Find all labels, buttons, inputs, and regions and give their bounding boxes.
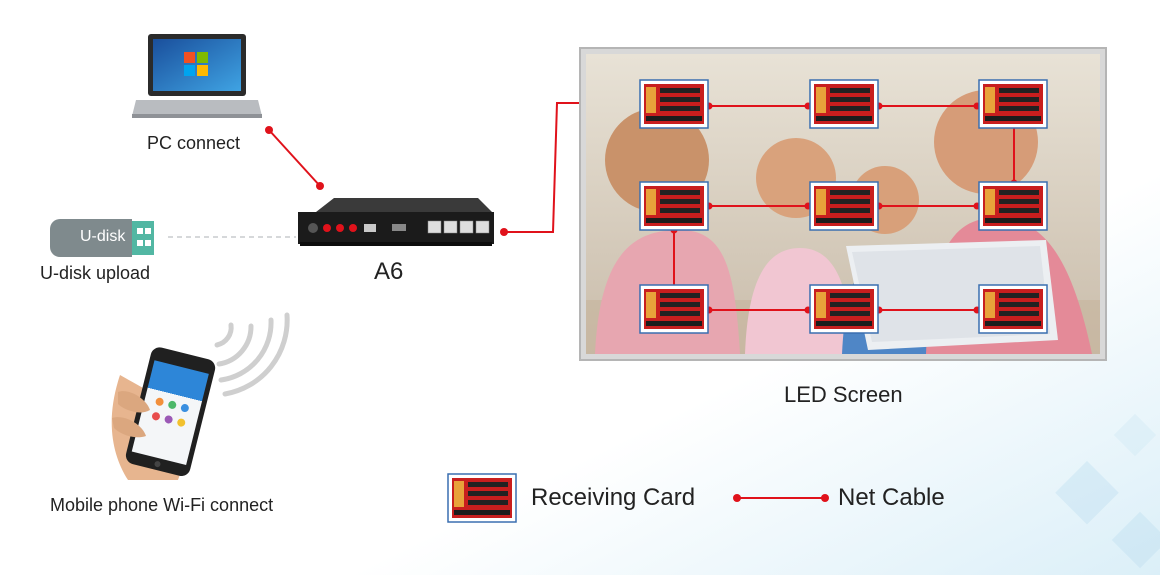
mobile-phone-icon <box>111 347 216 480</box>
receiving-card-icon <box>639 79 709 129</box>
receiving-card-icon <box>978 284 1048 334</box>
receiving-card-icon <box>639 284 709 334</box>
receiving-card-icon <box>978 79 1048 129</box>
mobile-wifi-label: Mobile phone Wi-Fi connect <box>50 495 274 515</box>
led-screen-label: LED Screen <box>784 382 903 407</box>
legend-net-cable-label: Net Cable <box>838 484 945 511</box>
receiving-card-icon <box>809 181 879 231</box>
pc-connect-label: PC connect <box>147 133 241 153</box>
wifi-waves-icon <box>214 312 290 397</box>
legend-net-cable-icon <box>733 494 829 502</box>
u-disk-icon-label: U-disk <box>80 228 126 245</box>
pc-connection-line <box>265 126 324 190</box>
controller-device-icon <box>298 198 494 246</box>
receiving-card-icon <box>978 181 1048 231</box>
legend-receiving-card-label: Receiving Card <box>531 484 696 511</box>
background-decoration <box>1055 413 1160 569</box>
receiving-card-icon <box>809 284 879 334</box>
controller-label: A6 <box>374 258 404 285</box>
u-disk-upload-label: U-disk upload <box>40 263 151 283</box>
receiving-card-icon <box>809 79 879 129</box>
laptop-icon <box>132 34 262 118</box>
receiving-card-icon <box>639 181 709 231</box>
legend-receiving-card-icon <box>447 473 517 523</box>
receiving-card-grid <box>639 79 1048 334</box>
u-disk-icon <box>50 219 154 257</box>
